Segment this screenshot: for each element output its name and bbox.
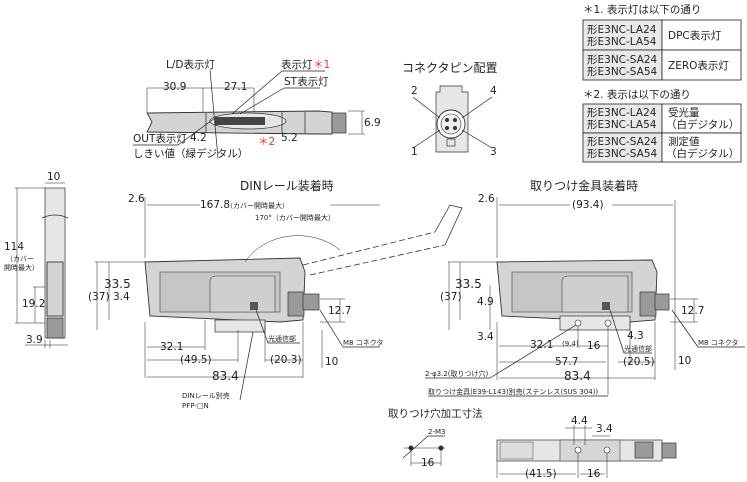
indicator-label: 表示灯 (281, 58, 313, 71)
connector-title: コネクタピン配置 (402, 61, 498, 75)
din-title: DINレール装着時 (240, 178, 334, 193)
dim-57-7: 57.7 (555, 356, 578, 368)
indicator-mark: ＊1 (313, 59, 330, 71)
model-cell: 形E3NC-LA54 (587, 36, 657, 48)
dim-32-1: 32.1 (530, 339, 553, 351)
bracket-view: 取りつけ金具装着時 2.6 (93.4) 33.5 (37) 4.9 3.4 1… (425, 178, 745, 397)
dim-114-note: 開時最大） (4, 263, 39, 272)
dim-10: 10 (47, 171, 60, 183)
top-view: 30.9 27.1 6.9 4.2 5.2 L/D表示灯 表示灯 ＊1 ST表示… (133, 58, 381, 160)
pin-3-label: 3 (490, 146, 497, 158)
dim-9-4: (9.4) (562, 340, 579, 348)
dim-12-7: 12.7 (328, 305, 351, 317)
dim-37: (37) (88, 291, 110, 303)
mounting-holes-label: 2-φ3.2(取りつけ穴) (425, 369, 489, 378)
dim-16: 16 (587, 468, 601, 480)
dim-3-9: 3.9 (26, 334, 43, 346)
note1-title: ＊1. 表示灯は以下の通り (583, 3, 701, 16)
dim-3-4: 3.4 (596, 423, 613, 435)
desc-cell: 測定値 (668, 135, 700, 148)
din-rail-model: PFP-□N (182, 402, 209, 410)
model-cell: 形E3NC-SA54 (587, 148, 658, 160)
m8-connector-label: M8 コネクタ (698, 338, 738, 347)
dim-83-4: 83.4 (212, 369, 239, 383)
model-cell: 形E3NC-SA24 (587, 54, 658, 66)
dim-2-6: 2.6 (128, 193, 145, 205)
m8-connector-label: M8 コネクタ (343, 338, 383, 347)
connector-pin-diagram: コネクタピン配置 2 4 1 3 (402, 61, 498, 158)
desc-cell: （白デジタル） (666, 147, 739, 160)
optical-comm-label: 光通信部 (624, 344, 652, 353)
side-view: 10 114 （カバー 開時最大） 19.2 3.9 (4, 171, 69, 348)
model-cell: 形E3NC-LA24 (587, 24, 657, 36)
pin-2-label: 2 (411, 85, 418, 97)
dim-4-9: 4.9 (477, 296, 494, 308)
dim-33-5: 33.5 (455, 277, 482, 291)
dim-5-2: 5.2 (281, 132, 298, 144)
dim-16: 16 (587, 340, 601, 352)
dim-20-5: (20.5) (623, 356, 655, 368)
pin-1-label: 1 (411, 146, 418, 158)
dim-20-3: (20.3) (270, 354, 302, 366)
st-indicator-label: ST表示灯 (284, 75, 329, 88)
dim-16: 16 (421, 457, 435, 469)
mounting-hole-view: 取りつけ穴加工寸法 2-M3 16 4.4 3.4 (41.5) 16 (388, 407, 677, 480)
bracket-title: 取りつけ金具装着時 (530, 178, 638, 193)
model-cell: 形E3NC-SA54 (587, 66, 658, 78)
desc-cell: ZERO表示灯 (668, 59, 729, 72)
dim-30-9: 30.9 (163, 81, 186, 93)
note1-table: ＊1. 表示灯は以下の通り 形E3NC-LA24 形E3NC-LA54 DPC表… (582, 3, 742, 81)
dim-27-1: 27.1 (224, 81, 247, 93)
dim-49-5: (49.5) (180, 354, 212, 366)
dim-167-8: 167.8 (200, 199, 230, 211)
note2-table: ＊2. 表示は以下の通り 形E3NC-LA24 形E3NC-LA54 受光量 （… (582, 88, 742, 163)
pin-4-label: 4 (490, 85, 497, 97)
dim-114: 114 (4, 241, 24, 253)
model-cell: 形E3NC-LA54 (587, 119, 657, 131)
dim-6-9: 6.9 (364, 117, 381, 129)
dim-37: (37) (440, 291, 462, 303)
desc-cell: （白デジタル） (666, 118, 739, 131)
dim-19-2: 19.2 (22, 298, 45, 310)
dim-3-4: 3.4 (477, 331, 494, 343)
dim-114-note: （カバー (6, 255, 34, 263)
threshold-label: しきい値（緑デジタル） (133, 147, 248, 160)
desc-cell: DPC表示灯 (668, 29, 722, 42)
dim-10: 10 (325, 356, 338, 368)
dim-93-4: (93.4) (572, 199, 604, 211)
dim-32-1: 32.1 (160, 341, 183, 353)
din-rail-view: DINレール装着時 2.6 167.8 （カバー開時最大） 170°（カバー開時… (88, 178, 463, 410)
dim-4-4: 4.4 (571, 415, 588, 427)
bracket-label: 取りつけ金具(E39-L143)別売(ステンレス(SUS 304)) (428, 387, 598, 396)
dim-4-2: 4.2 (190, 132, 207, 144)
dim-33-5: 33.5 (104, 277, 131, 291)
optical-comm-label: 光通信部 (268, 334, 296, 343)
dim-167-8-note: （カバー開時最大） (226, 201, 289, 210)
ld-indicator-label: L/D表示灯 (166, 58, 215, 71)
desc-cell: 受光量 (668, 106, 700, 119)
dim-12-7: 12.7 (681, 305, 704, 317)
display-mark: ＊2 (258, 136, 275, 148)
dim-83-4: 83.4 (564, 369, 591, 383)
dim-3-4: 3.4 (113, 291, 130, 303)
m3-label: 2-M3 (428, 428, 445, 436)
dim-10: 10 (678, 355, 691, 367)
din-rail-label: DINレール別売 (182, 391, 230, 400)
cover-angle: 170°（カバー開時最大） (255, 213, 335, 222)
dim-4-3: 4.3 (627, 330, 644, 342)
hole-title: 取りつけ穴加工寸法 (388, 407, 483, 420)
dim-41-5: (41.5) (525, 468, 557, 480)
dim-2-6: 2.6 (478, 193, 495, 205)
note2-title: ＊2. 表示は以下の通り (583, 88, 691, 101)
out-indicator-label: OUT表示灯 (133, 132, 187, 145)
model-cell: 形E3NC-LA24 (587, 107, 657, 119)
model-cell: 形E3NC-SA24 (587, 136, 658, 148)
